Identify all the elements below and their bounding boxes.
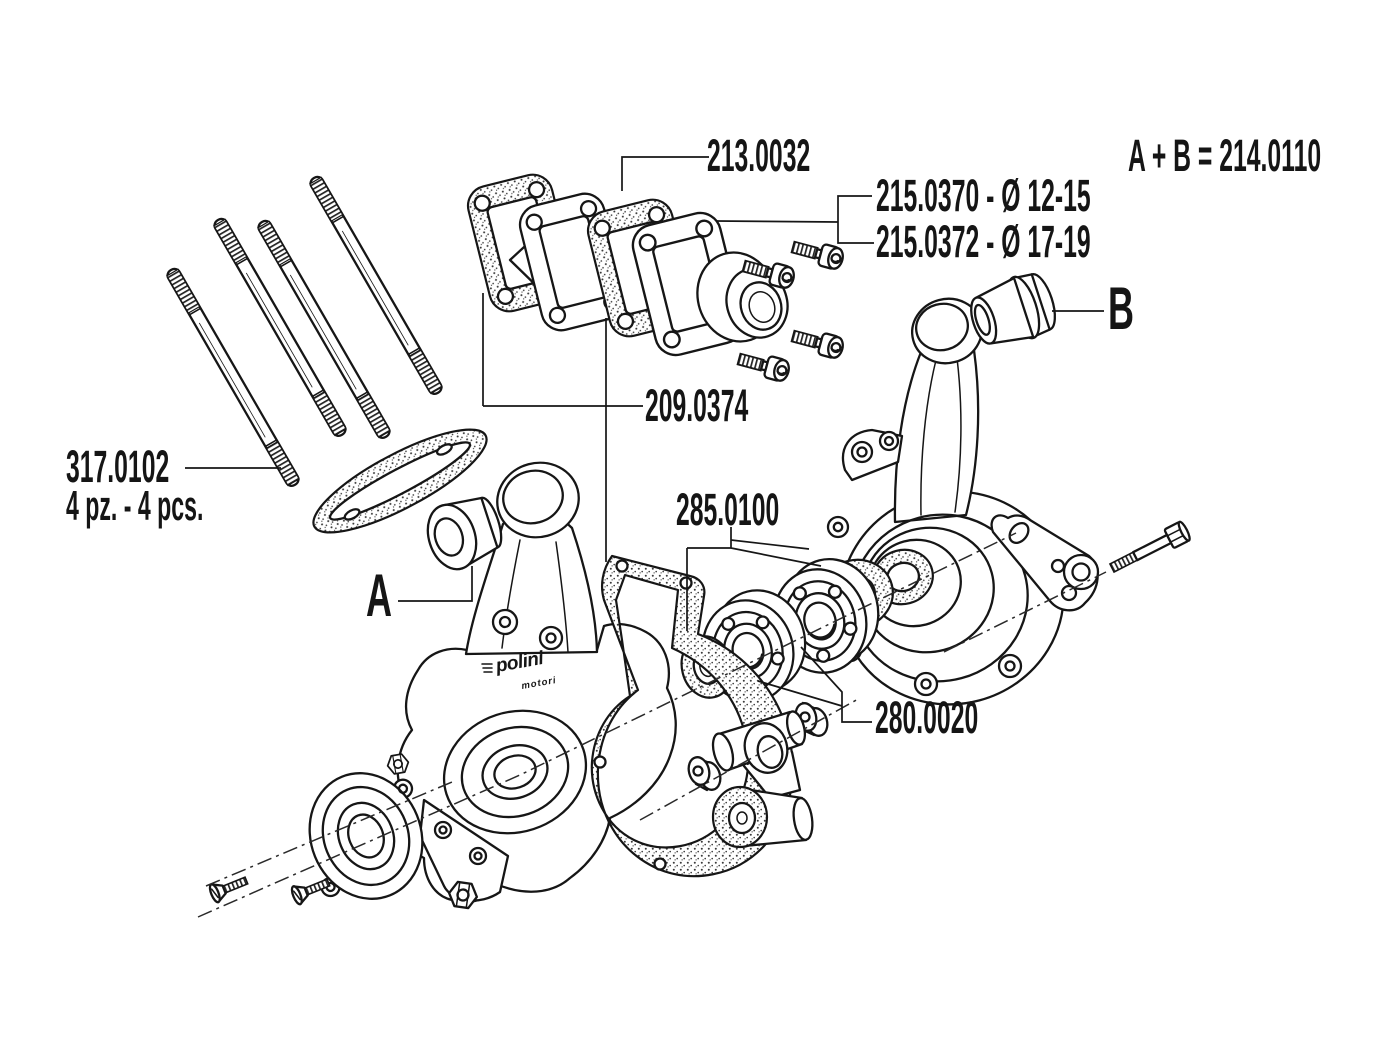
bushing-a bbox=[426, 496, 503, 571]
oval-gasket bbox=[312, 428, 488, 534]
bearing-cover bbox=[308, 772, 424, 900]
center-lines bbox=[197, 532, 1107, 918]
screw-3 bbox=[789, 324, 847, 361]
part-label-285-0100: 285.0100 bbox=[676, 484, 780, 535]
part-label-280-0020: 280.0020 bbox=[875, 692, 979, 743]
mount-tube-assembly bbox=[687, 701, 829, 849]
bushing-b bbox=[970, 273, 1057, 345]
leader-280 bbox=[757, 646, 872, 723]
crank-axis-line bbox=[197, 532, 1017, 918]
silent-block bbox=[711, 785, 814, 849]
screw-4 bbox=[735, 347, 793, 384]
ref-label-a: A bbox=[366, 562, 393, 629]
leader-215 bbox=[715, 195, 874, 244]
leader-lines bbox=[185, 156, 1104, 723]
leader-209 bbox=[482, 293, 643, 562]
spacer-bushing bbox=[687, 756, 722, 792]
part-label-215-0370: 215.0370 - Ø 12-15 bbox=[876, 170, 1091, 221]
crankcase-half-left: polini motori bbox=[385, 461, 677, 904]
bolt-axis-line bbox=[943, 571, 1107, 653]
mount-tube bbox=[711, 710, 807, 800]
part-label-215-0372: 215.0372 - Ø 17-19 bbox=[876, 216, 1091, 267]
stud-1 bbox=[164, 265, 302, 490]
mount-axis-line bbox=[639, 697, 861, 821]
polini-logo-mark bbox=[481, 663, 493, 673]
leader-285 bbox=[686, 527, 822, 631]
crankcase-half-right bbox=[826, 297, 1065, 706]
stud-bolts bbox=[164, 173, 445, 490]
part-label-317-0102: 317.0102 bbox=[66, 441, 170, 492]
cover-screw-axis-line bbox=[205, 781, 453, 887]
stud-4 bbox=[307, 173, 445, 398]
part-label-317-qty: 4 pz. - 4 pcs. bbox=[66, 482, 204, 529]
part-label-213-0032: 213.0032 bbox=[707, 130, 811, 181]
reed-valve-assembly bbox=[462, 169, 847, 384]
ref-label-b: B bbox=[1108, 275, 1135, 342]
leader-213 bbox=[621, 156, 709, 191]
hex-bolt bbox=[1108, 520, 1191, 574]
screw-1 bbox=[789, 235, 847, 272]
formula-label: A + B = 214.0110 bbox=[1128, 130, 1322, 181]
leader-a bbox=[398, 566, 473, 602]
cover-screw-1 bbox=[206, 870, 252, 905]
part-label-209-0374: 209.0374 bbox=[645, 380, 749, 431]
